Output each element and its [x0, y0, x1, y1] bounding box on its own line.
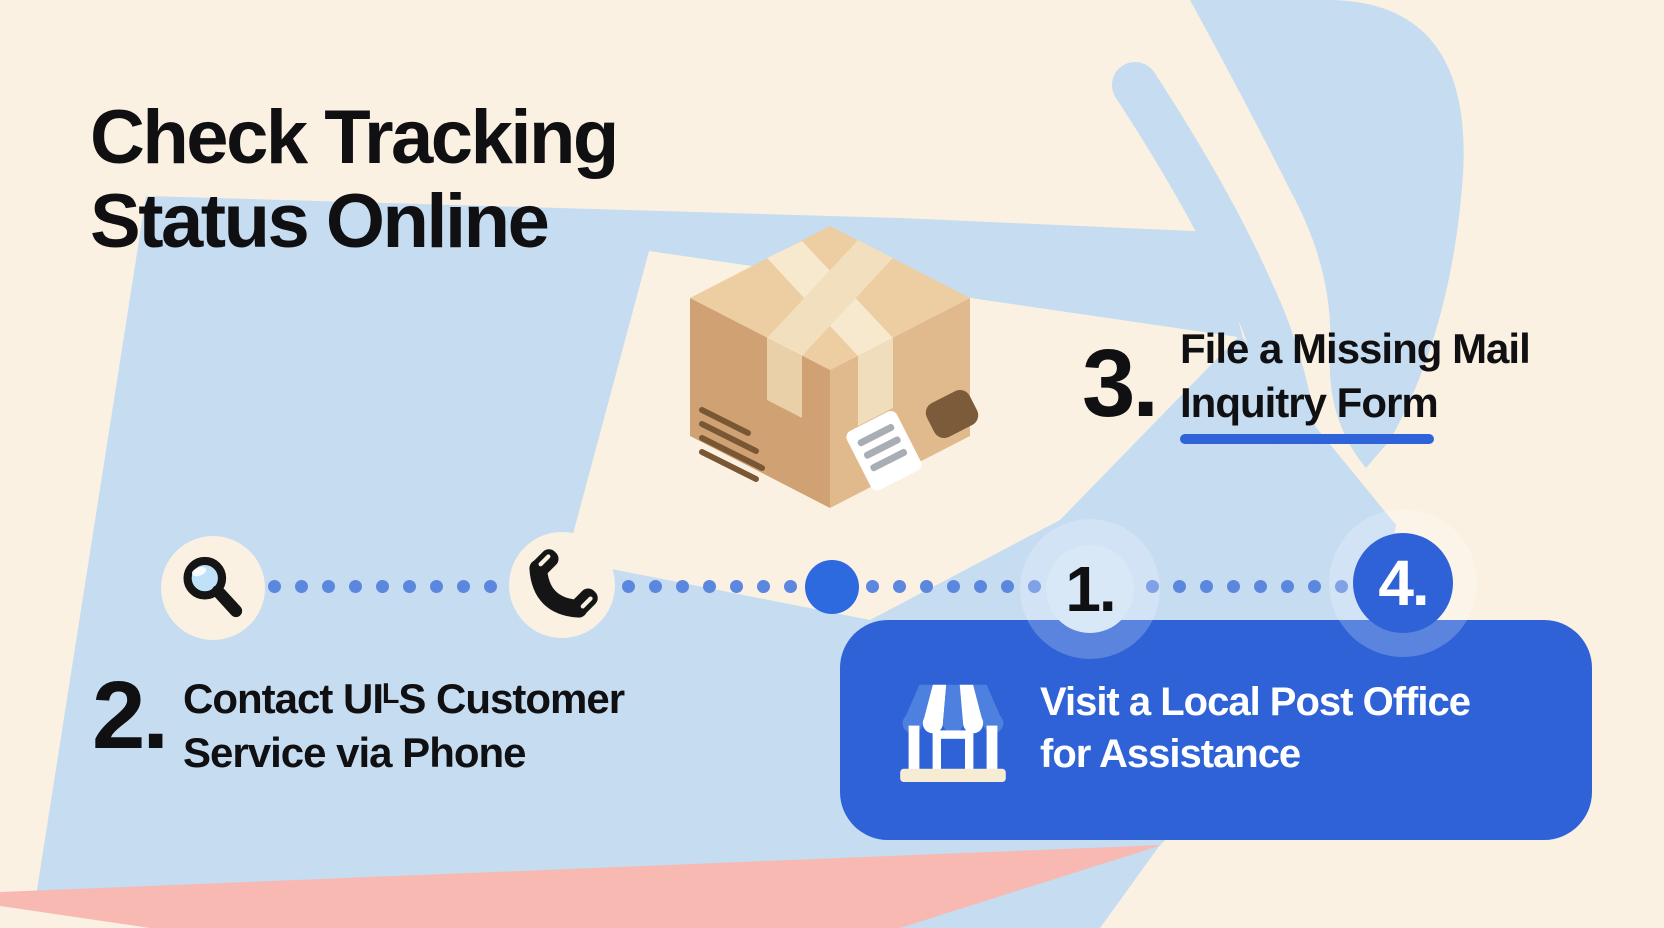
timeline-dot: [649, 580, 662, 593]
title-line-1: Check Tracking: [90, 95, 619, 180]
timeline-dot: [703, 580, 716, 593]
timeline-dot: [1227, 580, 1240, 593]
package-handle-patch: [925, 390, 979, 439]
step4-label-line-1: Visit a Local Post Office: [1040, 680, 1471, 724]
timeline-dot: [1281, 580, 1294, 593]
storefront-body: [900, 725, 1006, 782]
timeline-dots-segment-1: [268, 580, 497, 593]
timeline-dot: [947, 580, 960, 593]
package-tape-flap-right: [858, 338, 893, 426]
timeline-dots-segment-3: [866, 580, 1041, 593]
step4-cta-box: [840, 620, 1592, 840]
package-vent-lines: [699, 407, 765, 482]
step3-label-link[interactable]: File a Missing Mail Inquitry Form: [1180, 322, 1531, 430]
bottom-left-cream-corner: [0, 906, 150, 928]
page-title: Check Tracking Status Online: [90, 95, 619, 264]
eagle-stripe: [1112, 62, 1316, 455]
timeline-dot: [1146, 580, 1159, 593]
timeline-dot: [866, 580, 879, 593]
timeline-dot: [757, 580, 770, 593]
step3-number: 3.: [1082, 330, 1159, 437]
step2-label-line-1: Contact UIᴸS Customer: [183, 675, 625, 722]
timeline-dot: [1254, 580, 1267, 593]
step4-number: 4.: [1378, 547, 1429, 619]
timeline-node-phone: [509, 532, 615, 638]
timeline-dot: [484, 580, 497, 593]
timeline-dot: [730, 580, 743, 593]
timeline-dot: [1200, 580, 1213, 593]
package-tape-band-b: [767, 240, 893, 356]
package-left-face: [690, 298, 830, 508]
pink-band: [0, 845, 1162, 928]
timeline-dot: [295, 580, 308, 593]
step4-marker: 4.: [1353, 533, 1453, 633]
step2-label: Contact UIᴸS Customer Service via Phone: [183, 672, 625, 780]
timeline-dot: [920, 580, 933, 593]
search-icon: [183, 556, 243, 618]
timeline-progress-dot: [805, 560, 859, 614]
package-box-illustration: [690, 226, 979, 508]
timeline-dot: [268, 580, 281, 593]
timeline-dot: [376, 580, 389, 593]
step4-label-line-2: for Assistance: [1040, 732, 1301, 776]
step2-number: 2.: [92, 662, 169, 769]
timeline-dot: [1335, 580, 1348, 593]
step2-label-line-2: Service via Phone: [183, 729, 527, 776]
timeline-dots-segment-2: [622, 580, 797, 593]
timeline-dot: [1001, 580, 1014, 593]
timeline-dot: [784, 580, 797, 593]
step3-underline: [1180, 434, 1434, 444]
timeline-dots-segment-4: [1146, 580, 1348, 593]
timeline-dot: [1308, 580, 1321, 593]
package-shipping-label: [846, 410, 922, 491]
timeline-dot: [457, 580, 470, 593]
timeline-dot: [403, 580, 416, 593]
storefront-awning: [902, 684, 1004, 734]
timeline-dot: [430, 580, 443, 593]
timeline-dot: [676, 580, 689, 593]
timeline-dot: [893, 580, 906, 593]
phone-icon: [529, 549, 598, 618]
step3-label-line-2: Inquitry Form: [1180, 379, 1439, 426]
timeline-dot: [622, 580, 635, 593]
timeline-node-search: [161, 536, 265, 640]
eagle-head-shape: [1190, 0, 1464, 468]
package-tape-flap-left: [767, 338, 802, 418]
step3-label-line-1: File a Missing Mail: [1180, 325, 1531, 372]
step4-label: Visit a Local Post Office for Assistance: [1040, 676, 1471, 780]
timeline-dot: [974, 580, 987, 593]
title-line-2: Status Online: [90, 179, 550, 264]
step1-marker: 1.: [1046, 545, 1134, 633]
storefront-icon: [893, 668, 1013, 793]
timeline-dot: [1173, 580, 1186, 593]
timeline-dot: [349, 580, 362, 593]
step1-number: 1.: [1065, 553, 1116, 625]
timeline-dot: [322, 580, 335, 593]
timeline-dot: [1028, 580, 1041, 593]
